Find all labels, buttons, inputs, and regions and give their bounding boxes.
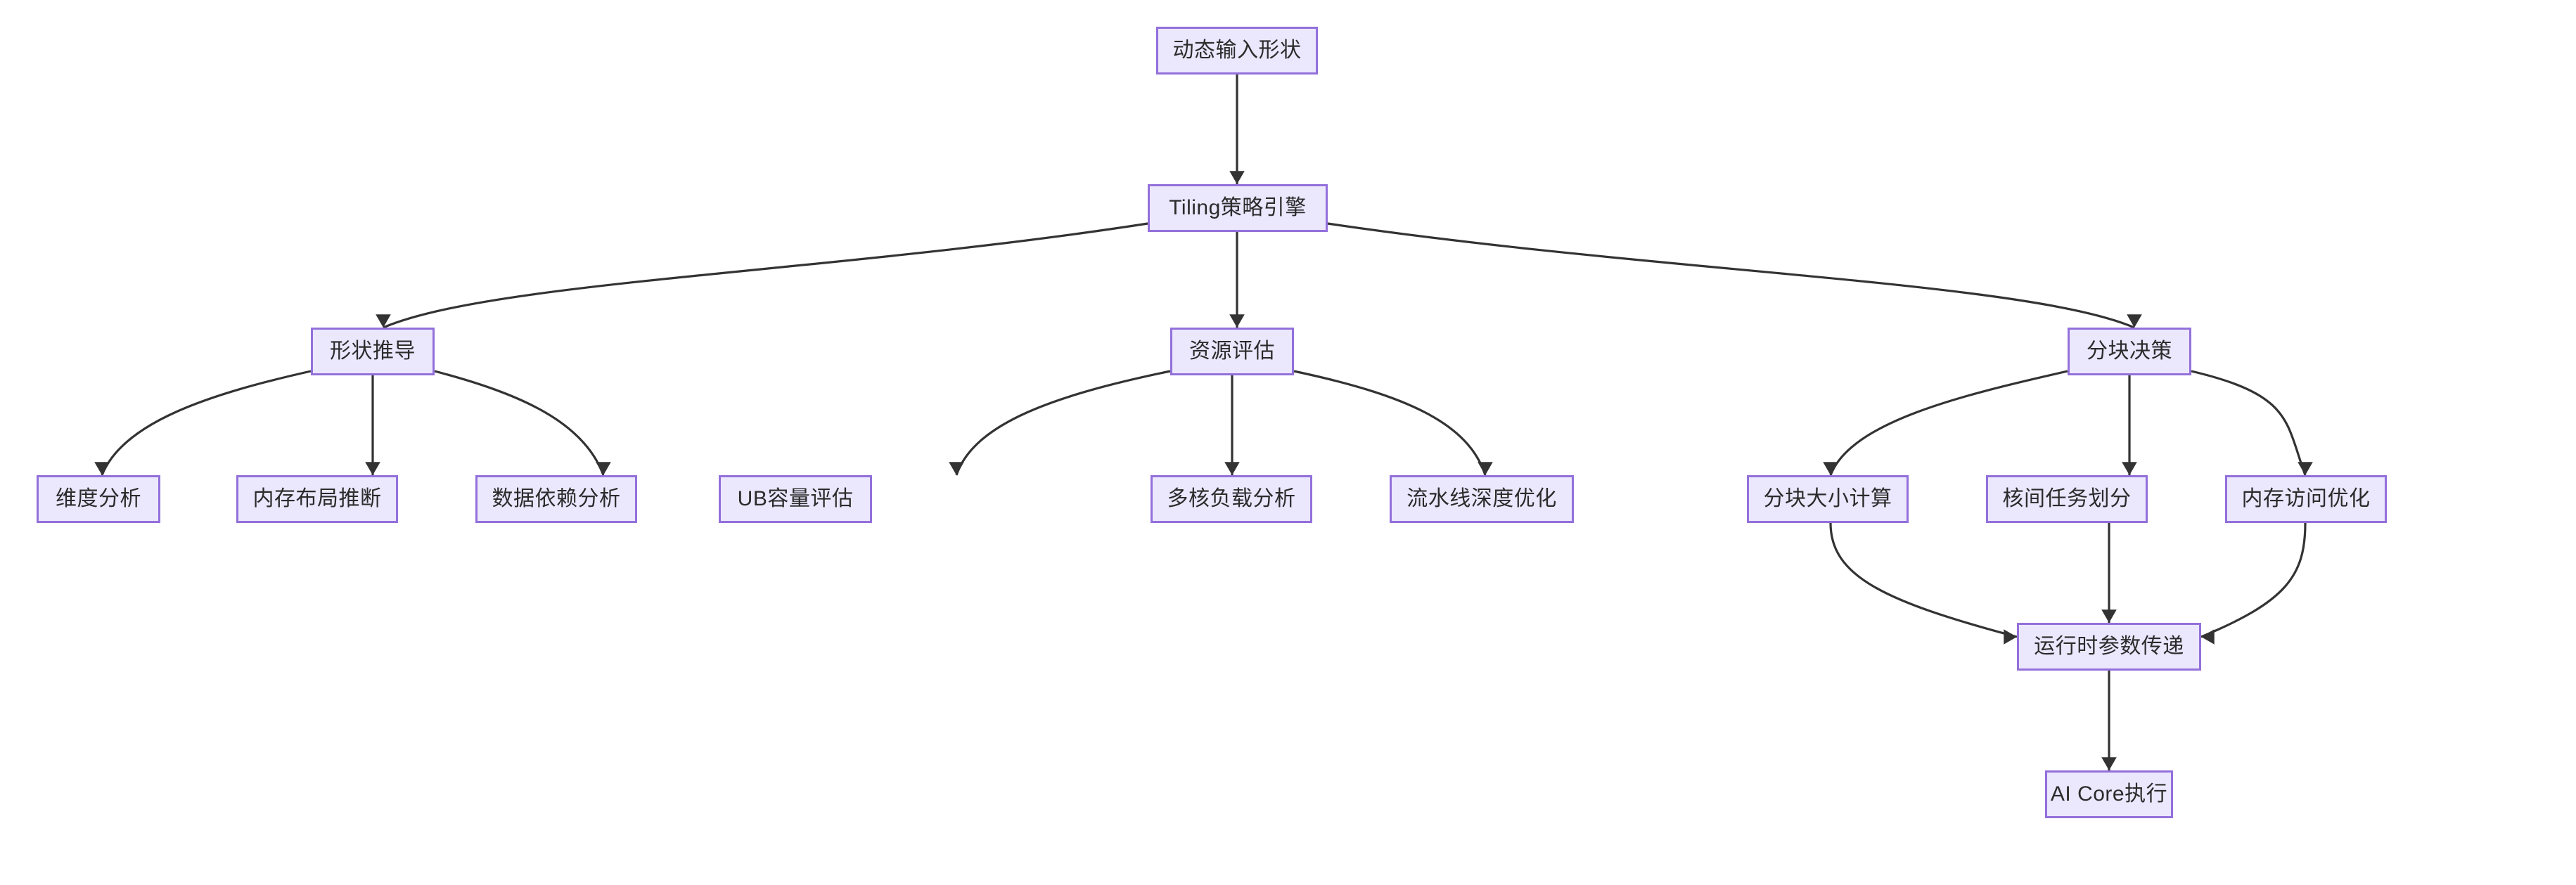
flowchart-node-n15[interactable]: 运行时参数传递 xyxy=(2017,623,2201,671)
node-label: Tiling策略引擎 xyxy=(1169,196,1307,219)
node-label: 核间任务划分 xyxy=(2002,487,2132,510)
node-label: 分块大小计算 xyxy=(1763,487,1892,510)
node-label: AI Core执行 xyxy=(2050,782,2168,806)
node-label: 分块决策 xyxy=(2087,340,2172,363)
arrow-head-icon xyxy=(1224,462,1240,475)
edge-n12-to-n15 xyxy=(1829,522,2018,645)
node-label: 内存访问优化 xyxy=(2241,487,2371,510)
edge-n5-to-n13 xyxy=(2122,375,2137,475)
flowchart-node-n16[interactable]: AI Core执行 xyxy=(2045,770,2173,818)
edge-n2-to-n5 xyxy=(1327,222,2142,329)
edge-n2-to-n3 xyxy=(376,222,1148,329)
flowchart-node-n14[interactable]: 内存访问优化 xyxy=(2225,475,2387,523)
node-label: 数据依赖分析 xyxy=(492,487,621,510)
arrow-head-icon xyxy=(2101,757,2117,770)
arrow-head-icon xyxy=(2201,629,2215,645)
edge-n3-to-n7 xyxy=(365,375,380,475)
flowchart-node-n6[interactable]: 维度分析 xyxy=(37,475,160,523)
flowchart-node-n9[interactable]: UB容量评估 xyxy=(719,475,872,523)
flowchart-node-n13[interactable]: 核间任务划分 xyxy=(1986,475,2148,523)
arrow-head-icon xyxy=(365,462,380,475)
edge-n5-to-n14 xyxy=(2191,370,2313,476)
edge-n4-to-n11 xyxy=(1293,370,1493,476)
edge-n5-to-n12 xyxy=(1823,370,2068,476)
node-label: 维度分析 xyxy=(56,487,141,510)
flowchart-node-n8[interactable]: 数据依赖分析 xyxy=(475,475,637,523)
arrow-head-icon xyxy=(2127,314,2142,328)
arrow-head-icon xyxy=(1229,171,1245,184)
edge-line xyxy=(955,370,1171,476)
arrow-head-icon xyxy=(2298,462,2313,475)
node-label: 运行时参数传递 xyxy=(2034,635,2184,658)
edge-line xyxy=(1327,222,2135,329)
edge-line xyxy=(2200,522,2307,638)
node-label: 动态输入形状 xyxy=(1172,39,1302,62)
flowchart-node-n11[interactable]: 流水线深度优化 xyxy=(1390,475,1574,523)
node-label: UB容量评估 xyxy=(737,487,854,510)
edge-n3-to-n6 xyxy=(94,370,312,476)
edge-line xyxy=(1829,370,2068,476)
flowchart-node-n12[interactable]: 分块大小计算 xyxy=(1747,475,1909,523)
arrow-head-icon xyxy=(376,314,391,328)
flowchart-node-n1[interactable]: 动态输入形状 xyxy=(1156,27,1318,75)
edge-n13-to-n15 xyxy=(2101,523,2117,623)
flowchart-node-n3[interactable]: 形状推导 xyxy=(311,328,435,375)
flowchart-node-n2[interactable]: Tiling策略引擎 xyxy=(1148,184,1328,232)
edge-line xyxy=(101,370,312,476)
edge-n15-to-n16 xyxy=(2101,671,2117,770)
node-label: 流水线深度优化 xyxy=(1406,487,1557,510)
flowchart-node-n5[interactable]: 分块决策 xyxy=(2068,328,2191,375)
edge-n3-to-n8 xyxy=(434,370,611,476)
arrow-head-icon xyxy=(1229,314,1245,328)
arrow-head-icon xyxy=(596,462,611,475)
edge-n1-to-n2 xyxy=(1229,75,1245,184)
node-label: 形状推导 xyxy=(330,340,416,363)
arrow-head-icon xyxy=(2101,609,2117,623)
node-label: 资源评估 xyxy=(1189,340,1275,363)
arrow-head-icon xyxy=(94,462,110,475)
arrow-head-icon xyxy=(949,462,964,475)
edge-line xyxy=(1829,522,2018,638)
edge-line xyxy=(383,222,1148,329)
edge-n14-to-n15 xyxy=(2200,522,2307,645)
edge-n4-to-n9 xyxy=(949,370,1171,476)
node-label: 内存布局推断 xyxy=(252,487,382,510)
edge-line xyxy=(434,370,605,476)
edge-line xyxy=(2191,370,2307,476)
edge-n4-to-n10 xyxy=(1224,375,1240,475)
edge-n2-to-n4 xyxy=(1229,232,1245,328)
flowchart-node-n4[interactable]: 资源评估 xyxy=(1170,328,1294,375)
edge-line xyxy=(1293,370,1487,476)
node-label: 多核负载分析 xyxy=(1167,487,1296,510)
flowchart-node-n7[interactable]: 内存布局推断 xyxy=(236,475,398,523)
arrow-head-icon xyxy=(2122,462,2137,475)
flowchart-node-n10[interactable]: 多核负载分析 xyxy=(1151,475,1312,523)
arrow-head-icon xyxy=(1823,462,1838,475)
arrow-head-icon xyxy=(2004,629,2017,645)
arrow-head-icon xyxy=(1478,462,1493,475)
